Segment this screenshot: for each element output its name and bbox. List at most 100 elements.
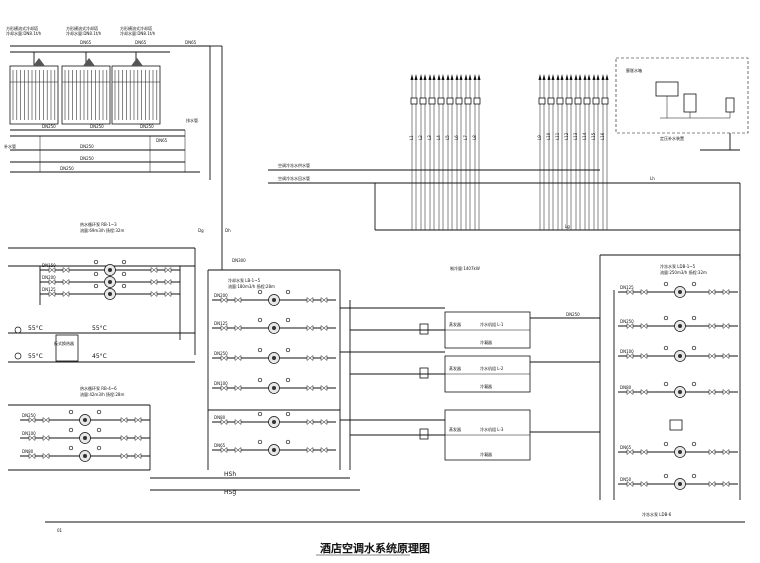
- riser-label: L6: [454, 135, 459, 140]
- gauge-icon: [96, 427, 102, 433]
- valve-icon: [234, 354, 242, 362]
- valve-icon: [722, 448, 730, 456]
- valve-icon: [640, 322, 648, 330]
- evaporator-label: 蒸发器: [449, 321, 461, 327]
- expansion-tank-label: 膨胀水箱: [626, 67, 642, 73]
- riser: L9: [537, 74, 546, 230]
- valve-icon: [626, 352, 634, 360]
- riser-label: L7: [463, 135, 468, 140]
- riser: L3: [427, 74, 436, 230]
- heat-exchanger: [55, 334, 79, 362]
- valve-icon: [708, 322, 716, 330]
- heat-exchanger-label: 板式换热器: [54, 340, 74, 346]
- gauge-icon: [257, 411, 263, 417]
- valve-icon: [722, 322, 730, 330]
- riser-label: L11: [555, 132, 560, 140]
- valve-icon: [306, 446, 314, 454]
- valve-icon: [626, 388, 634, 396]
- valve-icon: [28, 416, 36, 424]
- cooling-tower-label-3: 方形横流式冷却塔冷却水量:DN8.1t/h: [120, 25, 156, 36]
- drain-label: 排水管: [186, 117, 198, 123]
- valve-icon: [134, 452, 142, 460]
- valve-icon: [722, 388, 730, 396]
- valve-icon: [220, 446, 228, 454]
- drawing-title: 酒店空调水系统原理图: [320, 541, 430, 555]
- riser-label: L14: [582, 132, 587, 140]
- gauge-icon: [257, 377, 263, 383]
- riser-label: L4: [436, 135, 441, 140]
- pump-row: DN200: [212, 289, 336, 306]
- left-pump-label: 热水循环泵 RB-1~3: [80, 221, 117, 227]
- thermometer-icon: [14, 326, 22, 334]
- valve-box: [419, 323, 429, 335]
- gauge-icon: [691, 315, 697, 321]
- title-block: 01 酒店空调水系统原理图: [45, 521, 745, 556]
- riser-label: L10: [546, 132, 551, 140]
- valve-icon: [220, 354, 228, 362]
- valve-icon: [234, 296, 242, 304]
- expansion-tank-area: 膨胀水箱 定压补水装置: [615, 57, 749, 151]
- riser: L8: [472, 74, 481, 230]
- gauge-icon: [68, 427, 74, 433]
- gauge-icon: [691, 381, 697, 387]
- gauge-icon: [257, 317, 263, 323]
- chiller-unit: 蒸发器冷水机组 L-1冷凝器: [350, 311, 531, 349]
- pipe-label-top-1: DN65: [80, 40, 92, 45]
- valve-icon: [320, 446, 328, 454]
- gauge-icon: [121, 283, 127, 289]
- chiller-unit: 蒸发器冷水机组 L-2冷凝器: [350, 355, 531, 393]
- valve-icon: [234, 324, 242, 332]
- pipe-label-top-2: DN65: [135, 40, 147, 45]
- valve-icon: [220, 384, 228, 392]
- hot-supply-label: HSh: [224, 471, 236, 478]
- pump-row: DN250: [212, 347, 336, 364]
- hot-return-label: HSg: [224, 489, 236, 496]
- pipe-diameter-label: DN80: [22, 449, 34, 454]
- pump-row: DN100: [618, 345, 738, 362]
- valve-icon: [48, 266, 56, 274]
- pump-row: DN100: [20, 427, 150, 444]
- makeup-tank: [683, 93, 697, 113]
- valve-icon: [626, 448, 634, 456]
- valve-icon: [62, 266, 70, 274]
- valve-icon: [722, 288, 730, 296]
- valve-box: [419, 367, 429, 379]
- makeup-label: 补水管: [4, 143, 16, 149]
- valve-icon: [320, 384, 328, 392]
- riser-label: L15: [591, 132, 596, 140]
- valve-icon: [42, 452, 50, 460]
- valve-icon: [164, 266, 172, 274]
- pump-row: DN250: [20, 409, 150, 426]
- temp-label-1: 55°C: [28, 325, 43, 332]
- pipe-diameter-label: DN200: [214, 293, 228, 298]
- cooling-tower-label-2: 方形横流式冷却塔冷却水量:DN8.1t/h: [66, 25, 102, 36]
- valve-icon: [220, 324, 228, 332]
- valve-icon: [234, 446, 242, 454]
- lower-pump-group: 热水循环泵 RB-4~6 流量:42m3/h 扬程:28m DN250DN100…: [8, 385, 360, 496]
- drain-label-2: DN65: [156, 138, 168, 143]
- valve-icon: [164, 278, 172, 286]
- valve-icon: [164, 290, 172, 298]
- riser: L15: [591, 74, 600, 230]
- condenser-label: 冷凝器: [480, 383, 492, 389]
- dh-label: Dh: [225, 228, 231, 233]
- lower-pump-spec: 流量:42m3/h 扬程:28m: [80, 391, 124, 397]
- valve-icon: [150, 278, 158, 286]
- evaporator-label: 蒸发器: [449, 426, 461, 432]
- chiller-name: 冷水机组 L-2: [480, 365, 504, 371]
- chw-supply-line-label: 空调冷冻水供水管: [278, 162, 310, 168]
- valve-icon: [234, 418, 242, 426]
- gauge-icon: [663, 441, 669, 447]
- pipe-diameter-label: DN250: [620, 319, 634, 324]
- cooling-tower-label-1: 方形横流式冷却塔冷却水量:DN8.1t/h: [6, 25, 42, 36]
- gauge-icon: [68, 409, 74, 415]
- valve-icon: [626, 480, 634, 488]
- valve-icon: [150, 266, 158, 274]
- valve-icon: [640, 388, 648, 396]
- right-pump-label: 冷冻水泵 LDB-1~5: [660, 263, 696, 269]
- gauge-icon: [96, 409, 102, 415]
- pipe-diameter-label: DN250: [214, 351, 228, 356]
- valve-icon: [48, 278, 56, 286]
- center-pump-label: 冷却水泵 LB-1~5: [228, 277, 261, 283]
